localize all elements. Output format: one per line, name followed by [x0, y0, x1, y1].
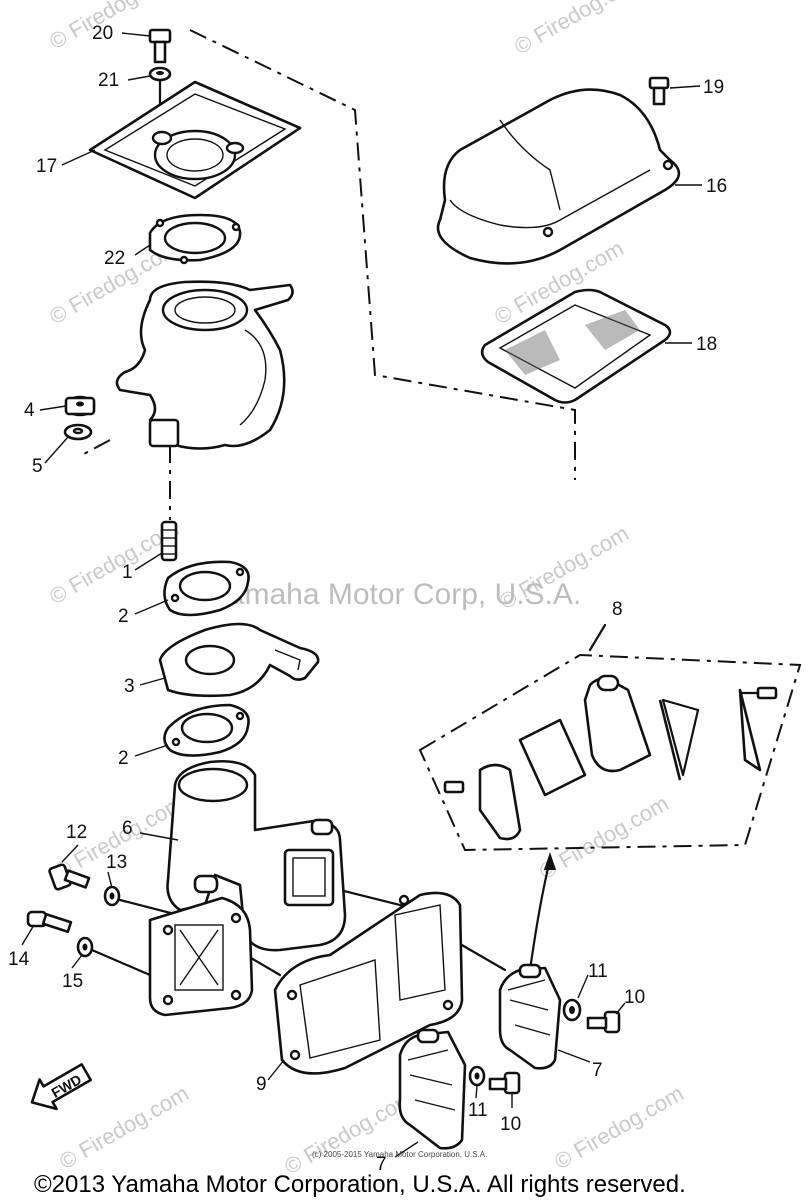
bolt-14 [26, 910, 73, 934]
callout-14: 14 [8, 949, 30, 970]
callout-7-lower: 7 [376, 1154, 387, 1175]
silencer-cover-16 [436, 88, 681, 265]
watermark: © Firedog.com [280, 1085, 418, 1179]
bolt-19 [648, 76, 670, 106]
intake-manifold-upper [115, 280, 294, 450]
callout-6: 6 [122, 818, 133, 839]
bolt-10-lower [488, 1071, 521, 1095]
callout-16: 16 [706, 176, 727, 197]
watermark: © Firedog.com [55, 1080, 193, 1174]
watermark: © Firedog.com [550, 1080, 688, 1174]
callout-19: 19 [703, 77, 724, 98]
callout-7-right: 7 [592, 1060, 603, 1081]
gasket-2-upper [163, 560, 250, 617]
gasket-18 [480, 288, 672, 404]
watermark: © Firedog.com [510, 0, 648, 59]
footer-copyright: ©2013 Yamaha Motor Corporation, U.S.A. A… [34, 1171, 686, 1198]
cover-plate-17 [88, 80, 302, 200]
stud-1 [160, 520, 178, 562]
gasket-22 [148, 213, 242, 265]
spacer-3 [158, 622, 320, 698]
fwd-arrow: FWD [30, 1063, 92, 1111]
reed-valve-7-lower [398, 1028, 467, 1150]
callout-11-right: 11 [588, 961, 608, 982]
leader-lines [21, 32, 702, 1158]
callout-5: 5 [32, 456, 43, 477]
washer-5 [63, 423, 93, 441]
callout-9: 9 [256, 1074, 267, 1095]
gasket-2-lower [163, 703, 250, 757]
callout-15: 15 [62, 971, 83, 992]
bolt-10-right [586, 1010, 621, 1034]
callout-21: 21 [98, 70, 119, 91]
center-watermark: Yamaha Motor Corp, U.S.A. [210, 578, 581, 611]
gasket-9 [273, 891, 464, 1075]
washer-11-lower [468, 1065, 486, 1087]
callout-2-upper: 2 [118, 606, 129, 627]
callout-22: 22 [104, 248, 125, 269]
callout-18: 18 [696, 334, 717, 355]
callout-13: 13 [106, 852, 127, 873]
washer-13 [103, 885, 121, 907]
washer-15 [76, 936, 94, 958]
small-copyright: (c) 2005-2015 Yamaha Motor Corporation, … [312, 1150, 487, 1159]
callout-20: 20 [92, 23, 113, 44]
callout-labels: 20 21 17 22 19 16 18 4 5 1 2 3 2 8 6 12 … [8, 23, 727, 1175]
reed-valve-7-right [498, 963, 562, 1070]
washer-11-right [562, 998, 582, 1022]
nut-4 [64, 395, 96, 417]
callout-12: 12 [66, 822, 87, 843]
manifold-block-6 [166, 760, 347, 952]
reed-plate [148, 896, 254, 1017]
callout-10-lower: 10 [500, 1114, 521, 1135]
watermark: © Firedog.com [535, 790, 673, 884]
callout-17: 17 [36, 156, 57, 177]
callout-1: 1 [122, 562, 133, 583]
bolt-12 [48, 863, 91, 891]
washer-21 [148, 66, 172, 82]
callout-10-right: 10 [624, 987, 645, 1008]
callout-8: 8 [612, 599, 623, 620]
callout-2-lower: 2 [118, 748, 129, 769]
reed-assembly-8 [443, 674, 778, 841]
bolt-20 [148, 28, 172, 64]
callout-3: 3 [124, 676, 135, 697]
callout-4: 4 [24, 400, 35, 421]
callout-11-lower: 11 [468, 1100, 488, 1121]
